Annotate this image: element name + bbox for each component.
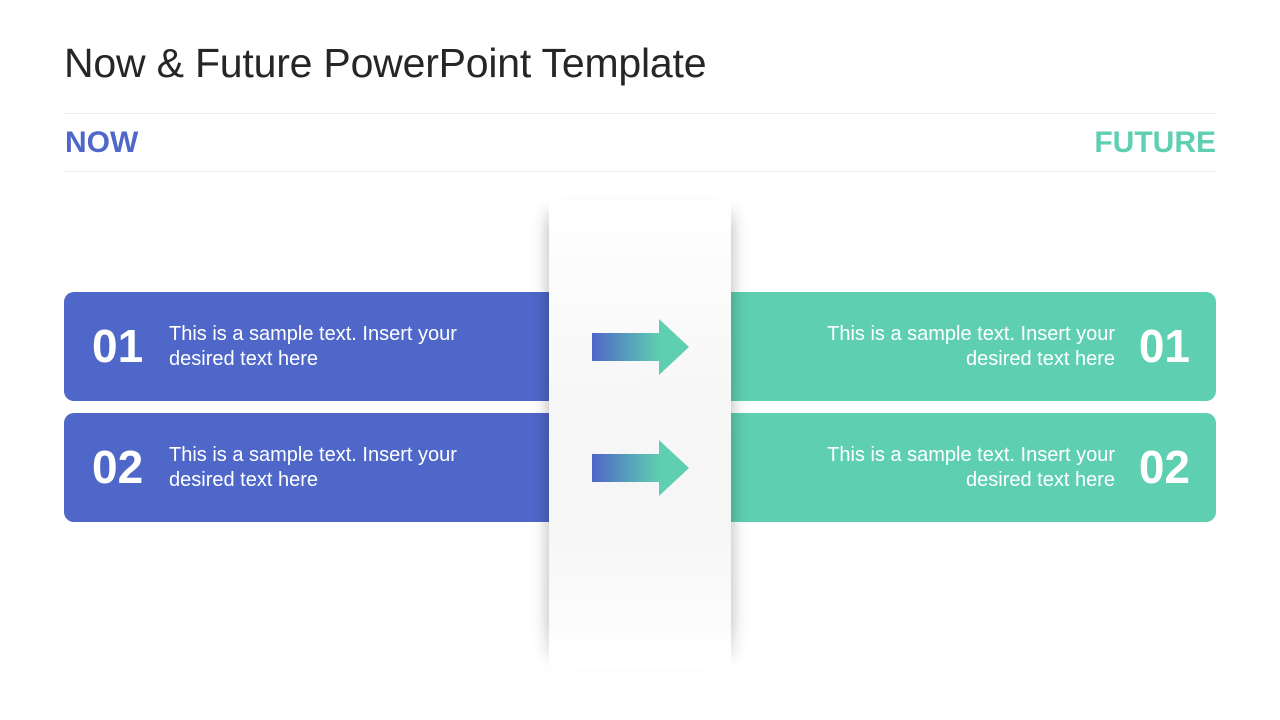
right-arrow-icon	[592, 319, 689, 375]
divider-bottom	[64, 171, 1216, 172]
center-panel	[549, 200, 731, 670]
right-arrow-icon	[592, 440, 689, 496]
now-item-1: 01 This is a sample text. Insert your de…	[64, 292, 584, 401]
divider-top	[64, 113, 1216, 114]
item-number: 01	[1138, 320, 1190, 372]
panel-fade-top	[520, 190, 760, 230]
item-number: 01	[92, 320, 144, 372]
panel-fade-bottom	[520, 620, 760, 680]
item-number: 02	[1138, 441, 1190, 493]
future-item-1: 01 This is a sample text. Insert your de…	[700, 292, 1216, 401]
item-text: This is a sample text. Insert your desir…	[169, 323, 457, 370]
slide-title: Now & Future PowerPoint Template	[64, 40, 707, 86]
item-number: 02	[92, 441, 144, 493]
future-heading: FUTURE	[1094, 126, 1216, 159]
item-text: This is a sample text. Insert your desir…	[827, 444, 1115, 491]
now-heading: NOW	[65, 126, 139, 159]
future-item-2: 02 This is a sample text. Insert your de…	[700, 413, 1216, 522]
now-item-2: 02 This is a sample text. Insert your de…	[64, 413, 584, 522]
item-text: This is a sample text. Insert your desir…	[169, 444, 457, 491]
item-text: This is a sample text. Insert your desir…	[827, 323, 1115, 370]
